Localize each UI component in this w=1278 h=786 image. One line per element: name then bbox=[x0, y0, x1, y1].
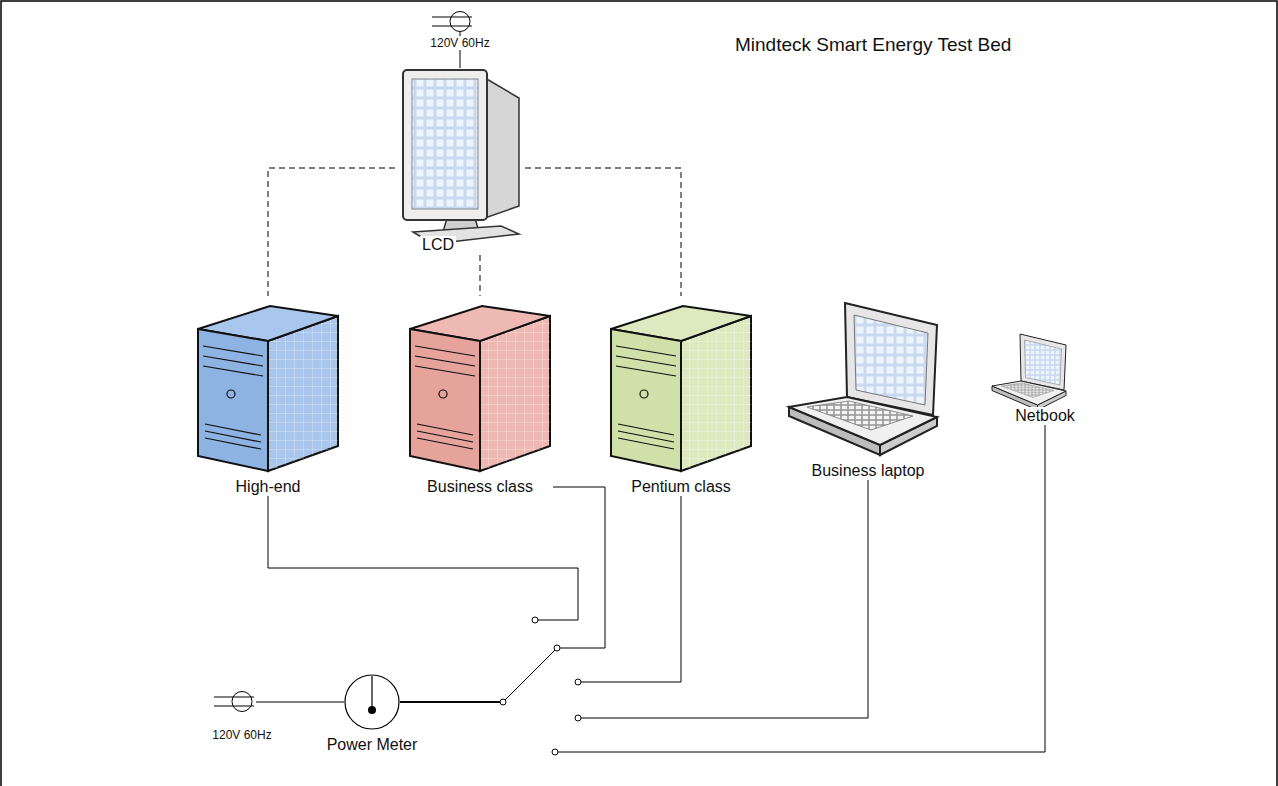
tower-detail bbox=[616, 346, 676, 356]
meter-dial bbox=[345, 675, 399, 729]
switch-contact bbox=[575, 679, 581, 685]
monitor-back bbox=[485, 78, 519, 218]
tower-detail bbox=[415, 366, 475, 376]
tower-detail bbox=[417, 424, 473, 435]
node-label: 120V 60Hz bbox=[210, 728, 273, 742]
laptop-base bbox=[789, 397, 937, 445]
source-lead bbox=[432, 17, 472, 18]
power-meter: Power Meter bbox=[344, 674, 400, 730]
switch-contact bbox=[552, 749, 558, 755]
switch-contact bbox=[554, 645, 560, 651]
power-wire bbox=[400, 487, 605, 702]
tower-front bbox=[611, 329, 681, 471]
source-icon bbox=[214, 690, 256, 714]
tower-detail bbox=[616, 356, 676, 366]
source-icon bbox=[432, 10, 474, 32]
video-link bbox=[480, 255, 481, 296]
node-label: Business class bbox=[425, 478, 535, 496]
laptop-keyboard bbox=[1001, 383, 1054, 398]
power-button bbox=[439, 390, 447, 398]
tower-detail bbox=[205, 431, 261, 442]
tower-front bbox=[198, 329, 268, 471]
source-circle bbox=[450, 12, 470, 32]
power-wire bbox=[400, 425, 1045, 752]
laptop-base bbox=[992, 381, 1066, 405]
node-label: High-end bbox=[234, 478, 303, 496]
tower-detail bbox=[205, 424, 261, 435]
node-label: Business laptop bbox=[810, 462, 927, 480]
laptop-icon bbox=[785, 295, 951, 480]
source-lead bbox=[432, 26, 472, 27]
power-wire bbox=[400, 496, 681, 702]
tower-detail bbox=[205, 438, 261, 449]
monitor-icon bbox=[395, 68, 525, 255]
diagram-title: Mindteck Smart Energy Test Bed bbox=[735, 34, 1011, 56]
source-circle bbox=[232, 692, 252, 712]
monitor-frame bbox=[403, 70, 487, 220]
laptop-figure bbox=[992, 334, 1066, 410]
desktop-tower: Business class bbox=[407, 296, 553, 496]
tower-detail bbox=[618, 424, 674, 435]
power-source: 120V 60Hz bbox=[432, 10, 474, 32]
laptop-lid bbox=[845, 303, 937, 415]
tower-icon bbox=[407, 296, 553, 496]
switch-contact bbox=[532, 617, 538, 623]
node-label: Pentium class bbox=[629, 478, 733, 496]
desktop-tower: Pentium class bbox=[608, 296, 754, 496]
tower-detail bbox=[415, 356, 475, 366]
netbook: Netbook bbox=[990, 330, 1100, 425]
video-link bbox=[268, 168, 395, 296]
tower-front bbox=[410, 329, 480, 471]
tower-side bbox=[681, 316, 751, 471]
tower-detail bbox=[618, 438, 674, 449]
tower-icon bbox=[608, 296, 754, 496]
lcd-monitor: LCD bbox=[395, 68, 525, 255]
tower-side bbox=[268, 316, 338, 471]
node-label: LCD bbox=[420, 236, 456, 254]
tower-detail bbox=[417, 431, 473, 442]
meter-needle bbox=[371, 676, 372, 710]
power-wire bbox=[400, 480, 868, 718]
power-wire bbox=[256, 702, 344, 703]
tower-detail bbox=[417, 438, 473, 449]
tower-side-texture bbox=[268, 316, 338, 471]
power-wire bbox=[268, 496, 578, 702]
tower-detail bbox=[203, 346, 263, 356]
tower-side-texture bbox=[480, 316, 550, 471]
laptop-screen bbox=[854, 315, 928, 405]
switch-pivot bbox=[500, 699, 506, 705]
source-lead bbox=[214, 706, 254, 707]
tower-icon bbox=[195, 296, 341, 496]
power-button bbox=[640, 390, 648, 398]
tower-side-texture bbox=[681, 316, 751, 471]
laptop-figure bbox=[789, 303, 937, 455]
node-label: 120V 60Hz bbox=[428, 36, 491, 50]
laptop-screen bbox=[1025, 340, 1062, 385]
monitor-screen bbox=[412, 79, 478, 209]
tower-detail bbox=[203, 366, 263, 376]
tower-detail bbox=[616, 366, 676, 376]
power-source: 120V 60Hz bbox=[214, 690, 256, 714]
video-link bbox=[525, 168, 681, 296]
switch-contact bbox=[575, 715, 581, 721]
tower-side bbox=[480, 316, 550, 471]
laptop-lid bbox=[1020, 334, 1066, 390]
node-label: Power Meter bbox=[325, 736, 420, 754]
node-label: Netbook bbox=[1013, 407, 1077, 425]
tower-detail bbox=[618, 431, 674, 442]
laptop-keyboard bbox=[807, 401, 913, 430]
meter-pivot bbox=[368, 706, 376, 714]
tower-detail bbox=[415, 346, 475, 356]
power-button bbox=[227, 390, 235, 398]
meter-icon bbox=[344, 674, 400, 730]
desktop-tower: High-end bbox=[195, 296, 341, 496]
laptop: Business laptop bbox=[785, 295, 951, 480]
source-lead bbox=[214, 697, 254, 698]
tower-detail bbox=[203, 356, 263, 366]
